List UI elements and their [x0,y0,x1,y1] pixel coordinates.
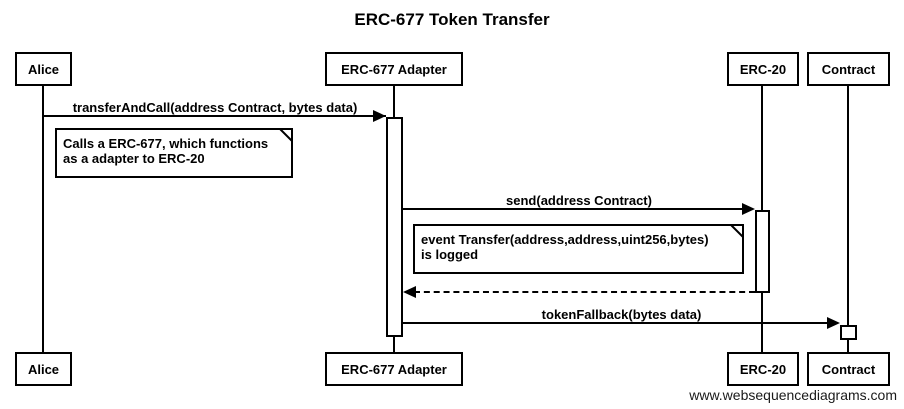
note-calls-adapter: Calls a ERC-677, which functions as a ad… [55,128,293,178]
message-line-return [414,291,755,293]
actor-box-erc20-top: ERC-20 [727,52,799,86]
actor-box-erc20-bottom: ERC-20 [727,352,799,386]
activation-bar-erc20 [755,210,770,293]
actor-label: ERC-677 Adapter [341,361,447,377]
activation-bar-adapter [386,117,403,337]
note-line: event Transfer(address,address,uint256,b… [421,232,709,247]
note-line: Calls a ERC-677, which functions [63,136,269,151]
actor-box-alice-top: Alice [15,52,72,86]
actor-label: Contract [821,361,876,377]
actor-label: ERC-20 [739,61,787,77]
message-label-tokenfallback: tokenFallback(bytes data) [541,307,702,322]
lifeline-alice [42,86,44,352]
message-line-transferandcall [44,115,386,117]
actor-box-adapter-top: ERC-677 Adapter [325,52,463,86]
message-label-send: send(address Contract) [506,193,652,208]
actor-box-contract-bottom: Contract [807,352,890,386]
actor-box-contract-top: Contract [807,52,890,86]
activation-bar-contract [840,325,857,340]
actor-label: Alice [27,361,60,377]
arrowhead-left-icon [403,286,416,298]
lifeline-contract [847,86,849,352]
actor-label: Contract [821,61,876,77]
note-line: as a adapter to ERC-20 [63,151,205,166]
page-title: ERC-677 Token Transfer [354,10,550,29]
arrowhead-right-icon [373,110,386,122]
actor-label: ERC-677 Adapter [341,61,447,77]
note-event-transfer: event Transfer(address,address,uint256,b… [413,224,744,274]
actor-label: ERC-20 [739,361,787,377]
actor-box-adapter-bottom: ERC-677 Adapter [325,352,463,386]
actor-label: Alice [27,61,60,77]
watermark: www.websequencediagrams.com [689,387,897,403]
actor-box-alice-bottom: Alice [15,352,72,386]
note-line: is logged [421,247,479,262]
arrowhead-right-icon [742,203,755,215]
message-line-send [403,208,743,210]
note-fold-icon [730,224,744,238]
arrowhead-right-icon [827,317,840,329]
note-fold-icon [279,128,293,142]
message-label-transferandcall: transferAndCall(address Contract, bytes … [72,100,358,115]
message-line-tokenfallback [403,322,828,324]
